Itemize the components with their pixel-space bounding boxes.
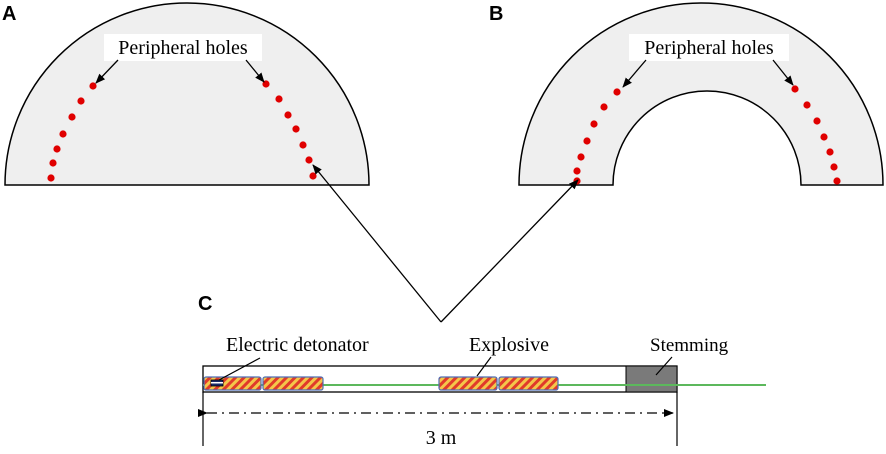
connector-line-b xyxy=(440,179,579,323)
peripheral-hole xyxy=(600,103,608,111)
peripheral-hole xyxy=(309,172,317,180)
peripheral-hole xyxy=(47,174,55,182)
peripheral-holes-label-b: Peripheral holes xyxy=(644,37,774,59)
panel-a-letter: A xyxy=(2,3,16,25)
detonator-leader xyxy=(218,357,261,381)
pointer-arrow xyxy=(95,59,119,84)
explosive-charge xyxy=(262,376,324,391)
peripheral-hole xyxy=(89,82,97,90)
explosive-charge xyxy=(438,376,498,391)
panel-c: C Electric detonator Explosive Stemming xyxy=(198,293,766,449)
peripheral-hole xyxy=(833,177,841,185)
panel-a: A Peripheral holes xyxy=(2,2,370,186)
length-label: 3 m xyxy=(426,427,457,449)
peripheral-hole xyxy=(284,111,292,119)
peripheral-hole xyxy=(791,85,799,93)
peripheral-hole xyxy=(583,137,591,145)
peripheral-hole xyxy=(613,88,621,96)
pointer-arrow xyxy=(772,59,794,86)
hole-group-b-left xyxy=(573,88,621,185)
charge-group-left xyxy=(203,376,324,391)
peripheral-hole xyxy=(305,156,313,164)
peripheral-hole xyxy=(590,120,598,128)
connector-line-a xyxy=(312,164,442,323)
panel-b-letter: B xyxy=(489,3,503,25)
connector-lines xyxy=(312,164,579,323)
stemming-label: Stemming xyxy=(650,335,729,356)
stemming-leader xyxy=(655,356,673,376)
pointer-arrow xyxy=(245,59,265,83)
panel-c-letter: C xyxy=(198,293,212,315)
tunnel-b-section xyxy=(518,2,884,186)
stemming-block xyxy=(625,365,678,393)
hole-group-a-left xyxy=(47,82,97,182)
peripheral-hole xyxy=(830,163,838,171)
detonator-label: Electric detonator xyxy=(226,334,369,356)
peripheral-hole xyxy=(299,141,307,149)
explosive-label: Explosive xyxy=(469,334,549,356)
detonator-band xyxy=(211,382,223,384)
peripheral-hole xyxy=(803,101,811,109)
label-box-b xyxy=(629,34,789,61)
explosive-leader xyxy=(476,356,492,377)
explosive-charge xyxy=(498,376,559,391)
peripheral-hole xyxy=(573,167,581,175)
peripheral-hole xyxy=(49,159,57,167)
pointer-arrow xyxy=(622,59,647,88)
peripheral-hole xyxy=(813,117,821,125)
peripheral-holes-label-a: Peripheral holes xyxy=(118,37,248,59)
peripheral-hole xyxy=(292,125,300,133)
hole-group-a-right xyxy=(262,80,317,180)
peripheral-hole xyxy=(68,113,76,121)
peripheral-hole xyxy=(77,97,85,105)
peripheral-hole xyxy=(826,148,834,156)
peripheral-hole xyxy=(53,145,61,153)
peripheral-hole xyxy=(820,133,828,141)
peripheral-hole xyxy=(577,153,585,161)
panel-b: B Peripheral holes xyxy=(489,2,884,186)
hole-group-b-right xyxy=(791,85,841,185)
charge-group-right xyxy=(438,376,559,391)
peripheral-hole xyxy=(59,130,67,138)
label-box-a xyxy=(104,34,262,61)
peripheral-hole xyxy=(275,95,283,103)
tunnel-a-section xyxy=(4,2,370,186)
